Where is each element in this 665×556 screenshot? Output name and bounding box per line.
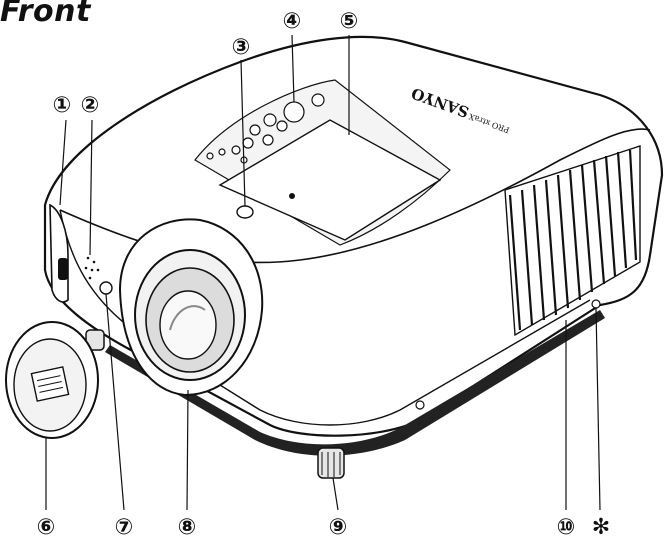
vent-frame bbox=[504, 145, 641, 337]
exhaust-vent bbox=[508, 149, 638, 331]
diagram-heading: Front bbox=[0, 0, 91, 29]
callout-1: ① bbox=[52, 93, 72, 118]
callout-7: ⑦ bbox=[114, 515, 134, 540]
lens-glass bbox=[159, 290, 217, 360]
base-shadow bbox=[105, 310, 605, 456]
lamp-cover bbox=[218, 119, 442, 241]
callout-8: ⑧ bbox=[177, 515, 197, 540]
callout-2: ② bbox=[80, 93, 100, 118]
front-face bbox=[59, 209, 591, 426]
callout-10: ⑩ bbox=[556, 515, 576, 540]
callout-9: ⑨ bbox=[328, 515, 348, 540]
adjustable-feet bbox=[85, 329, 345, 479]
callout-4: ④ bbox=[282, 9, 302, 34]
front-ir-receiver bbox=[99, 281, 113, 295]
callout-6: ⑥ bbox=[36, 515, 56, 540]
leader-lines bbox=[45, 34, 601, 511]
callout-star: ✻ bbox=[591, 515, 611, 540]
ir-receiver bbox=[236, 205, 254, 219]
lens-cap bbox=[5, 321, 99, 439]
speaker-grille bbox=[84, 256, 100, 280]
control-buttons bbox=[206, 93, 325, 164]
callout-3: ③ bbox=[231, 35, 251, 60]
callout-5: ⑤ bbox=[339, 9, 359, 34]
